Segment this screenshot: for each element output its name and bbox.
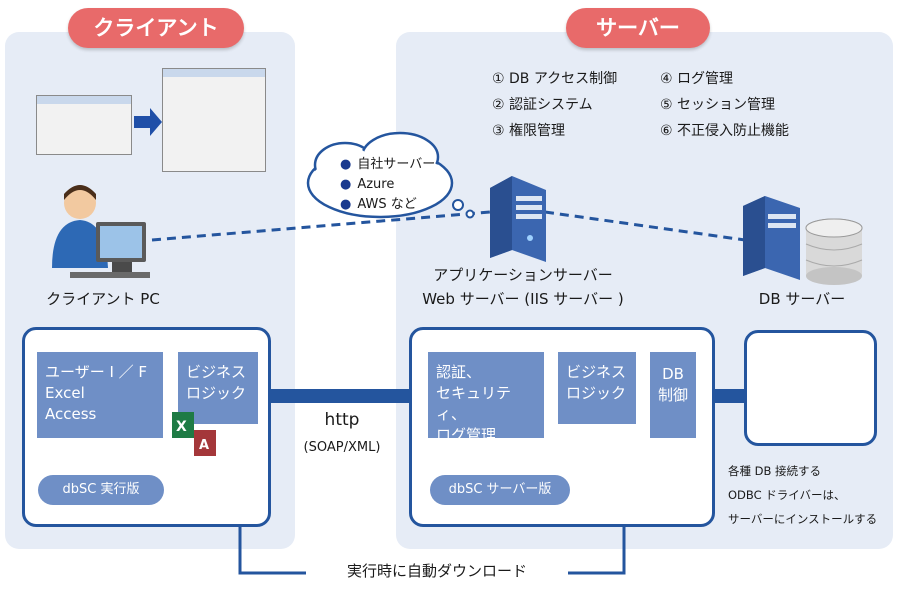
feature-item: ⑥ 不正侵入防止機能 <box>660 123 790 139</box>
svg-text:A: A <box>199 438 209 453</box>
ui-block: ユーザー I ／ F Excel Access <box>37 352 163 438</box>
auth-block: 認証、 セキュリティ、 ログ管理 <box>428 352 544 444</box>
client-title: クライアント <box>68 8 244 48</box>
client-edition-badge: dbSC 実行版 <box>38 475 164 505</box>
server-edition-badge: dbSC サーバー版 <box>430 475 570 505</box>
network-dash-app-db <box>544 210 746 242</box>
cloud-item: AWS など <box>340 195 435 215</box>
db-connector <box>715 389 745 403</box>
app-server-icon <box>490 176 546 262</box>
protocol-label: http <box>324 410 360 430</box>
user-at-pc-icon <box>52 185 150 278</box>
db-server-label: DB サーバー <box>758 290 846 308</box>
access-icon: A <box>194 430 216 456</box>
auto-download-label: 実行時に自動ダウンロード <box>306 560 568 582</box>
http-connector <box>271 389 411 403</box>
feature-list-right: ④ ログ管理 ⑤ セッション管理 ⑥ 不正侵入防止機能 <box>660 66 789 144</box>
excel-icon: X <box>172 412 194 438</box>
cloud-hosting-list: 自社サーバー Azure AWS など <box>340 155 435 215</box>
database-box <box>744 330 877 446</box>
login-window-thumbnail <box>36 95 132 155</box>
server-title: サーバー <box>566 8 710 48</box>
db-server-icon <box>743 196 863 285</box>
server-logic-block: ビジネス ロジック <box>558 352 636 424</box>
app-server-label: アプリケーションサーバー Web サーバー (IIS サーバー ) <box>422 266 624 308</box>
svg-text:X: X <box>176 419 187 435</box>
cloud-item: Azure <box>340 175 435 195</box>
network-dash-client-app <box>151 210 491 242</box>
feature-item: ⑤ セッション管理 <box>660 97 776 113</box>
feature-list-left: ① DB アクセス制御 ② 認証システム ③ 権限管理 <box>492 66 617 144</box>
feature-item: ④ ログ管理 <box>660 71 734 87</box>
arrow-icon <box>134 108 162 136</box>
menu-window-thumbnail <box>162 68 266 172</box>
feature-item: ① DB アクセス制御 <box>492 71 618 87</box>
format-label: (SOAP/XML) <box>303 440 381 455</box>
db-control-block: DB 制御 <box>650 352 696 438</box>
client-pc-label: クライアント PC <box>46 290 160 308</box>
db-driver-note: 各種 DB 接続する ODBC ドライバーは、 サーバーにインストールする <box>728 464 878 526</box>
feature-item: ③ 権限管理 <box>492 123 566 139</box>
feature-item: ② 認証システム <box>492 97 593 113</box>
cloud-item: 自社サーバー <box>340 155 435 175</box>
client-logic-block: ビジネス ロジック <box>178 352 258 424</box>
